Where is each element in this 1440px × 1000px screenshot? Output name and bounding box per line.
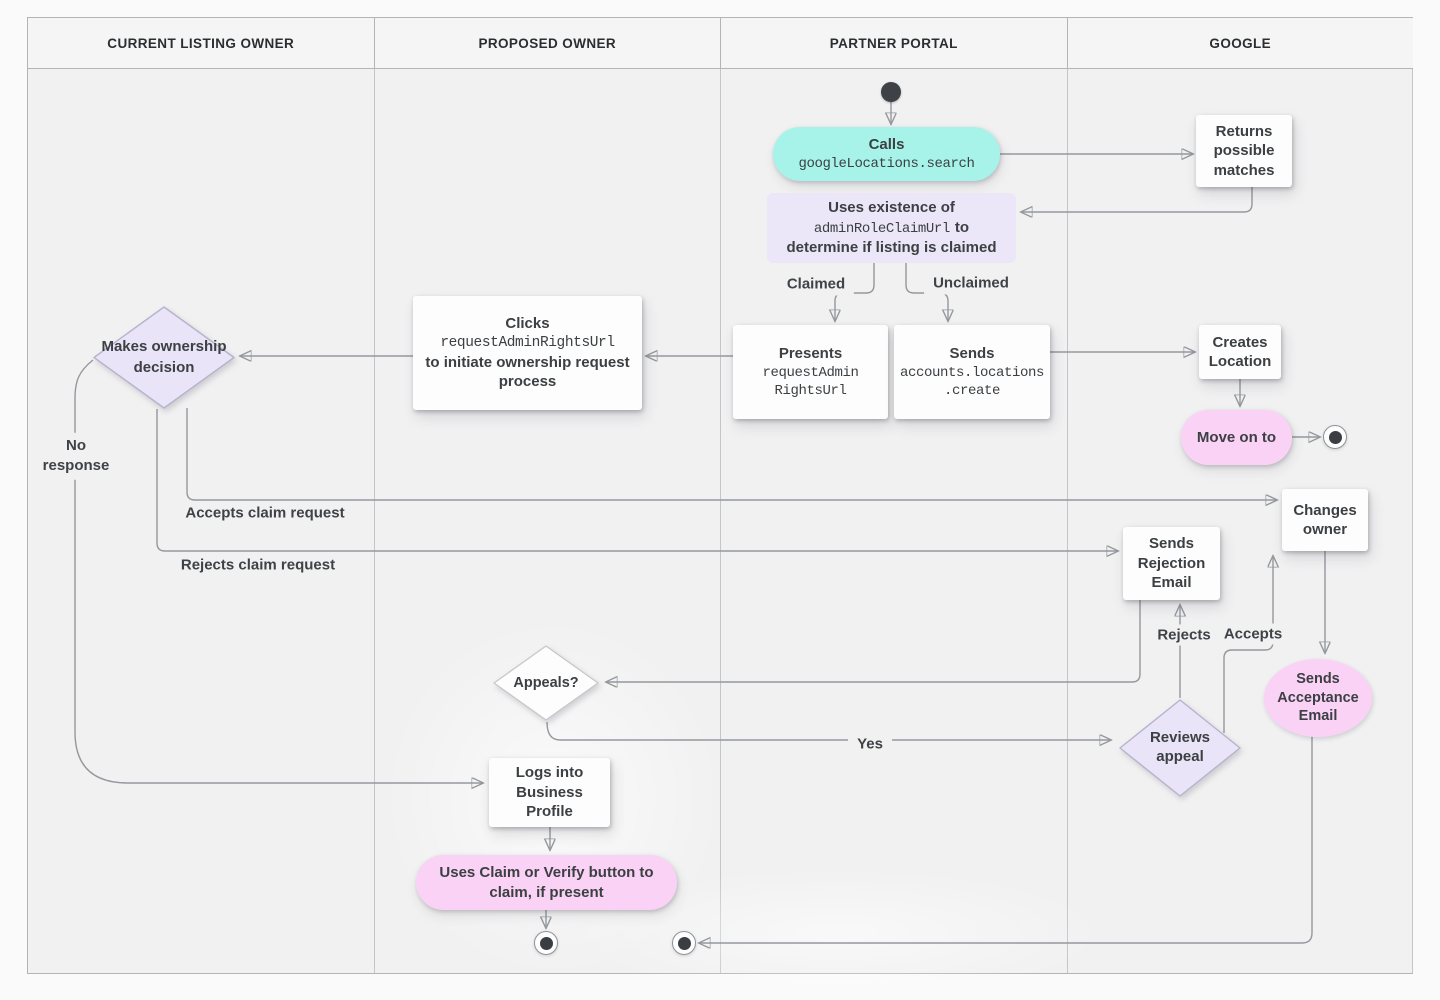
start-node (881, 82, 901, 102)
node-changes-owner: Changes owner (1282, 489, 1368, 551)
node-returns-possible-matches: Returns possible matches (1196, 115, 1292, 187)
edge-label-rejects: Rejects (1150, 624, 1218, 646)
node-calls-googlelocations-search: Calls googleLocations.search (773, 127, 1000, 181)
api-name-googlelocations-search: googleLocations.search (798, 155, 975, 172)
edge-label-yes: Yes (848, 732, 892, 756)
lane-header-current-listing-owner: CURRENT LISTING OWNER (28, 18, 375, 69)
node-sends-rejection-email: Sends Rejection Email (1123, 527, 1220, 600)
edge-label-accepts-claim-request: Accepts claim request (176, 501, 354, 525)
api-name-requestadminrightsurl-line2: RightsUrl (774, 382, 847, 399)
edge-label-claimed: Claimed (777, 272, 855, 296)
api-name-adminroleclaimurl: adminRoleClaimUrl (813, 220, 950, 237)
end-node-create (1323, 425, 1347, 449)
edge-label-unclaimed: Unclaimed (924, 271, 1018, 295)
node-appeals-decision: Appeals? (492, 644, 600, 722)
node-logs-into-business-profile: Logs into Business Profile (489, 758, 610, 827)
lane-header-google: GOOGLE (1067, 18, 1413, 69)
end-node-claim (534, 931, 558, 955)
end-node-transfer (672, 931, 696, 955)
edge-label-accepts: Accepts (1216, 623, 1290, 645)
node-reviews-appeal: Reviews appeal (1118, 698, 1242, 798)
node-makes-ownership-decision: Makes ownership decision (92, 305, 236, 410)
lane-current-listing-owner (28, 18, 375, 973)
lane-header-proposed-owner: PROPOSED OWNER (374, 18, 721, 69)
api-name-requestadminrightsurl-line1: requestAdmin (762, 364, 859, 381)
node-sends-accounts-locations-create: Sends accounts.locations .create (894, 325, 1050, 419)
node-creates-location: Creates Location (1199, 325, 1281, 379)
node-clicks-requestadminrightsurl: Clicks requestAdminRightsUrl to initiate… (413, 296, 642, 410)
lane-header-partner-portal: PARTNER PORTAL (721, 18, 1068, 69)
node-uses-claim-or-verify: Uses Claim or Verify button to claim, if… (416, 855, 677, 910)
edge-label-no-response: No response (28, 432, 124, 480)
lane-google (1068, 18, 1413, 973)
api-name-requestadminrightsurl: requestAdminRightsUrl (440, 334, 615, 351)
edge-label-rejects-claim-request: Rejects claim request (171, 553, 345, 577)
api-name-accounts-locations-line1: accounts.locations (899, 364, 1045, 381)
node-presents-requestadminrightsurl: Presents requestAdmin RightsUrl (733, 325, 888, 419)
lane-proposed-owner (375, 18, 721, 973)
node-move-on-to: Move on to (1181, 410, 1292, 465)
api-name-accounts-locations-line2: .create (943, 382, 1000, 399)
node-sends-acceptance-email: Sends Acceptance Email (1264, 659, 1372, 737)
